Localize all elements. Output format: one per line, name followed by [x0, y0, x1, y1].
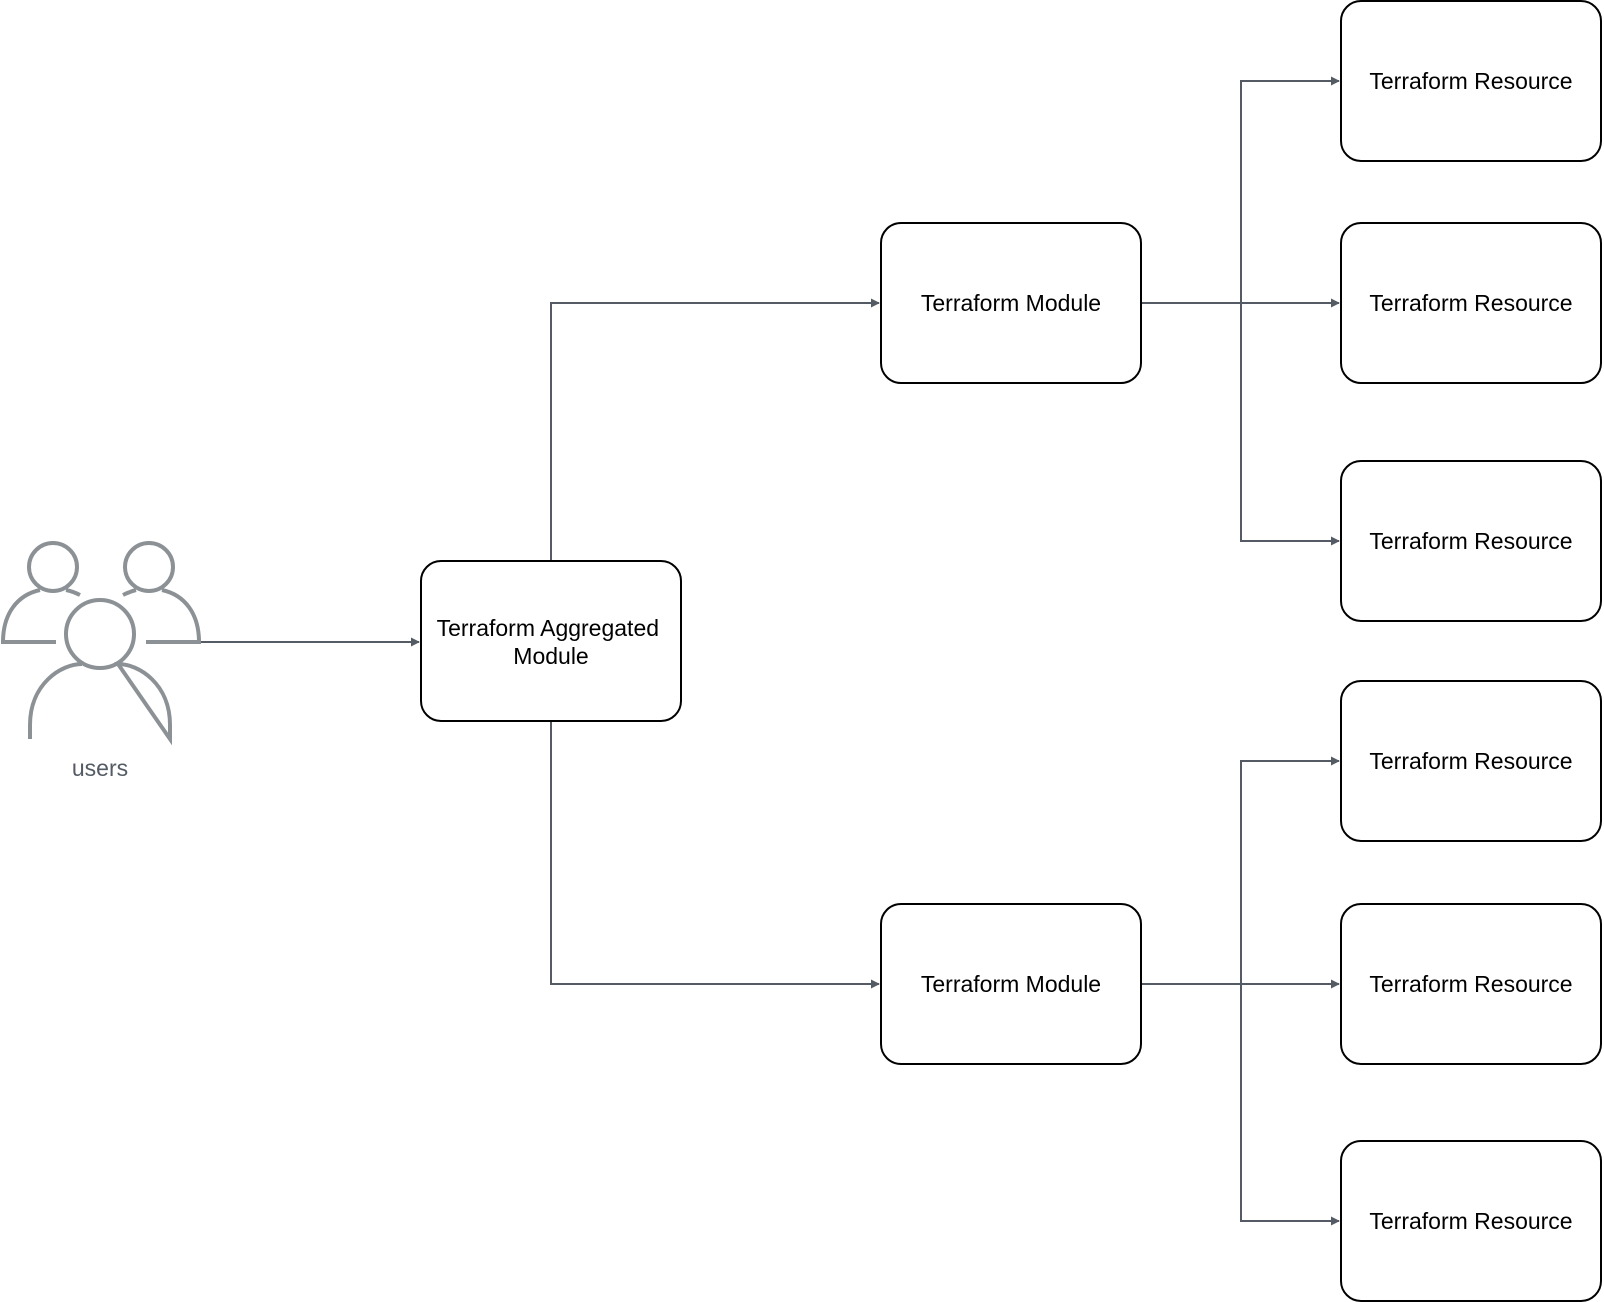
terraform-resource-node-4[interactable]: Terraform Resource: [1340, 680, 1602, 842]
terraform-resource-node-3[interactable]: Terraform Resource: [1340, 460, 1602, 622]
terraform-resource-label-6: Terraform Resource: [1369, 1208, 1572, 1234]
terraform-resource-label-4: Terraform Resource: [1369, 748, 1572, 774]
edge-module-2-to-resource-4: [1140, 756, 1340, 985]
aggregated-module-node[interactable]: Terraform Aggregated Module: [420, 560, 682, 722]
edge-aggregated-to-module-2: [550, 721, 880, 989]
users-label: users: [72, 755, 128, 781]
terraform-resource-label-5: Terraform Resource: [1369, 971, 1572, 997]
connectors: [200, 76, 1340, 1226]
terraform-resource-node-5[interactable]: Terraform Resource: [1340, 903, 1602, 1065]
terraform-resource-node-2[interactable]: Terraform Resource: [1340, 222, 1602, 384]
terraform-resource-label-3: Terraform Resource: [1369, 528, 1572, 554]
terraform-resource-label-1: Terraform Resource: [1369, 68, 1572, 94]
edge-module-1-to-resource-1: [1140, 76, 1340, 304]
aggregated-module-label-line-1: Terraform Aggregated: [437, 615, 659, 641]
terraform-module-node-2[interactable]: Terraform Module: [880, 903, 1142, 1065]
terraform-module-label-1: Terraform Module: [921, 290, 1101, 316]
terraform-resource-node-6[interactable]: Terraform Resource: [1340, 1140, 1602, 1302]
terraform-module-label-2: Terraform Module: [921, 971, 1101, 997]
edge-aggregated-to-module-1: [550, 298, 880, 561]
terraform-resource-label-2: Terraform Resource: [1369, 290, 1572, 316]
aggregated-module-label-line-2: Module: [513, 643, 588, 669]
users-icon: [0, 541, 202, 746]
aggregated-module-label: Terraform Aggregated Module: [437, 615, 666, 669]
edge-module-2-to-resource-6: [1240, 984, 1340, 1226]
edge-module-1-to-resource-3: [1240, 303, 1340, 546]
terraform-module-node-1[interactable]: Terraform Module: [880, 222, 1142, 384]
terraform-resource-node-1[interactable]: Terraform Resource: [1340, 0, 1602, 162]
